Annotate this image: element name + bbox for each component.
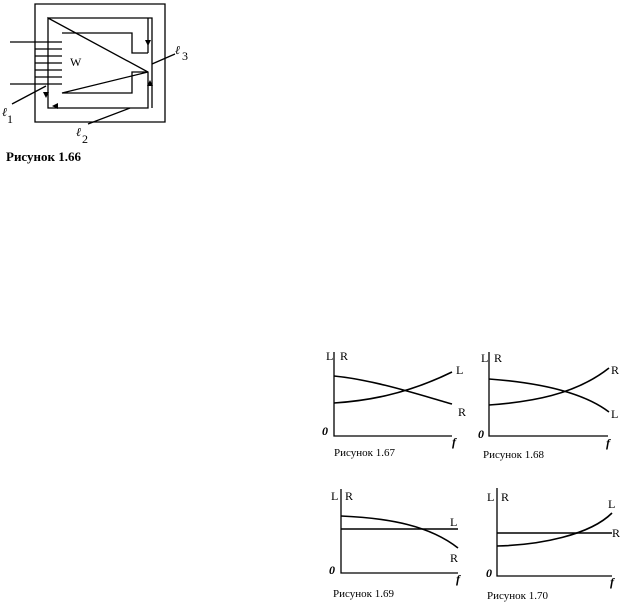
l1-leader <box>11 85 47 105</box>
origin-label: 0 <box>322 424 328 438</box>
curve-r <box>340 515 459 549</box>
curve-r <box>333 375 453 405</box>
core-right-window <box>48 17 153 108</box>
curve-r-label: R <box>450 551 458 565</box>
figure-1-68-caption: Рисунок 1.68 <box>483 449 544 461</box>
axis-y-label: L <box>487 490 494 504</box>
l3-subscript: 3 <box>182 49 188 63</box>
figure-1-69: L R 0 f L R Рисунок 1.69 <box>329 489 461 600</box>
curve-l-label: L <box>450 515 457 529</box>
l1-label: ℓ <box>2 105 7 119</box>
curve-r-label: R <box>458 405 466 419</box>
curve-l <box>496 512 613 547</box>
axis-x-label: f <box>456 572 461 586</box>
axis-x-label: f <box>452 435 457 449</box>
curve-l-label: L <box>608 497 615 511</box>
l2-label: ℓ <box>76 125 81 139</box>
curve-l-label: L <box>611 407 618 421</box>
axis-y2-label: R <box>501 490 509 504</box>
winding-label: W <box>70 55 82 69</box>
l2-leader <box>87 107 131 125</box>
l2-subscript: 2 <box>82 132 88 146</box>
curve-l <box>488 378 610 413</box>
axes <box>496 488 612 577</box>
origin-label: 0 <box>486 566 492 580</box>
core-inner-left-outline <box>61 32 149 94</box>
curve-l-label: L <box>456 363 463 377</box>
core-outer-outline <box>34 3 166 123</box>
figure-1-69-caption: Рисунок 1.69 <box>333 588 394 600</box>
figure-1-70-caption: Рисунок 1.70 <box>487 590 548 602</box>
axis-y2-label: R <box>340 349 348 363</box>
l3-label: ℓ <box>175 43 180 57</box>
figure-1-66: W ℓ 1 ℓ 2 ℓ 3 Рисунок 1.66 <box>2 3 188 164</box>
axis-x-label: f <box>606 436 611 450</box>
curve-r-label: R <box>612 526 620 540</box>
core-inner-right-outline <box>47 16 149 109</box>
l3-leader <box>151 53 176 65</box>
figure-1-68: L R 0 f R L Рисунок 1.68 <box>478 351 619 461</box>
l1-subscript: 1 <box>7 112 13 126</box>
flux-arrows <box>43 40 153 109</box>
figure-1-70: L R 0 f L R Рисунок 1.70 <box>486 488 620 602</box>
axis-y-label: L <box>326 349 333 363</box>
figure-1-67: L R 0 f L R Рисунок 1.67 <box>322 349 466 459</box>
axes <box>340 489 458 574</box>
axis-y2-label: R <box>494 351 502 365</box>
winding-turns <box>10 41 62 85</box>
curve-r <box>488 367 610 406</box>
curve-l <box>333 371 453 404</box>
figure-1-67-caption: Рисунок 1.67 <box>334 447 395 459</box>
axes <box>488 352 608 437</box>
origin-label: 0 <box>478 427 484 441</box>
axis-y2-label: R <box>345 489 353 503</box>
axis-x-label: f <box>610 575 615 589</box>
figure-1-66-caption: Рисунок 1.66 <box>6 149 82 164</box>
axes <box>333 352 452 437</box>
axis-y-label: L <box>481 351 488 365</box>
curve-r-label: R <box>611 363 619 377</box>
origin-label: 0 <box>329 563 335 577</box>
axis-y-label: L <box>331 489 338 503</box>
